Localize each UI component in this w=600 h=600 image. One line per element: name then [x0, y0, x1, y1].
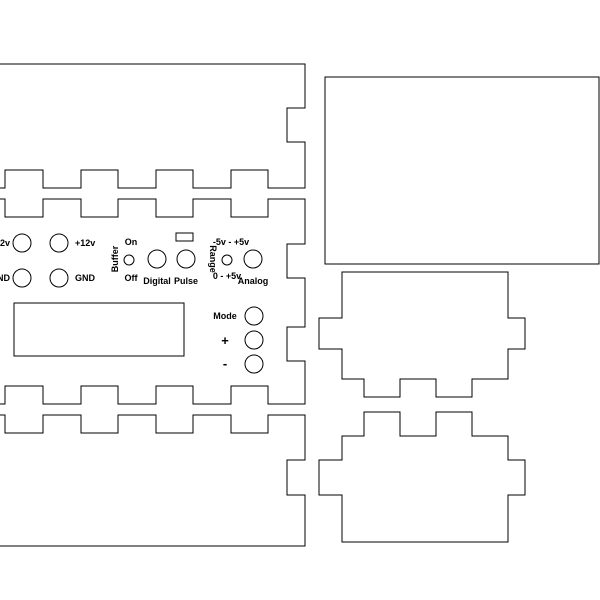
label-plus: + [221, 333, 229, 348]
label-analog: Analog [238, 276, 269, 286]
label-gnd-left: GND [0, 273, 11, 283]
button-plus [244, 330, 264, 350]
button-minus [244, 354, 264, 374]
jack-pulse [176, 249, 196, 269]
top-side-panel [0, 63, 306, 189]
label-range: Range [208, 245, 218, 273]
bottom-side-panel [0, 414, 306, 547]
label-range-unipolar: 0 - +5v [213, 271, 241, 281]
label-off: Off [125, 273, 139, 283]
display-window [13, 302, 185, 357]
label-buffer: Buffer [110, 245, 120, 272]
label-minus: - [223, 356, 227, 371]
jack-plus12-left [12, 233, 32, 253]
label-mode: Mode [213, 311, 237, 321]
jack-gnd-right [49, 268, 69, 288]
switch-buffer [123, 254, 135, 266]
label-plus12-left: +12v [0, 238, 10, 248]
led-slot [175, 232, 194, 242]
label-on: On [125, 237, 138, 247]
plain-panel [324, 76, 600, 265]
jack-gnd-left [12, 268, 32, 288]
end-panel-upper [318, 271, 526, 398]
jack-digital [147, 249, 167, 269]
jack-analog [243, 249, 263, 269]
label-plus12-right: +12v [75, 238, 95, 248]
switch-range [221, 254, 233, 266]
label-digital: Digital [143, 276, 171, 286]
label-range-bipolar: -5v - +5v [213, 237, 249, 247]
label-gnd-right: GND [75, 273, 96, 283]
label-pulse: Pulse [174, 276, 198, 286]
button-mode [244, 306, 264, 326]
front-face-panel [0, 198, 306, 405]
end-panel-lower [318, 411, 526, 543]
jack-plus12-right [49, 233, 69, 253]
